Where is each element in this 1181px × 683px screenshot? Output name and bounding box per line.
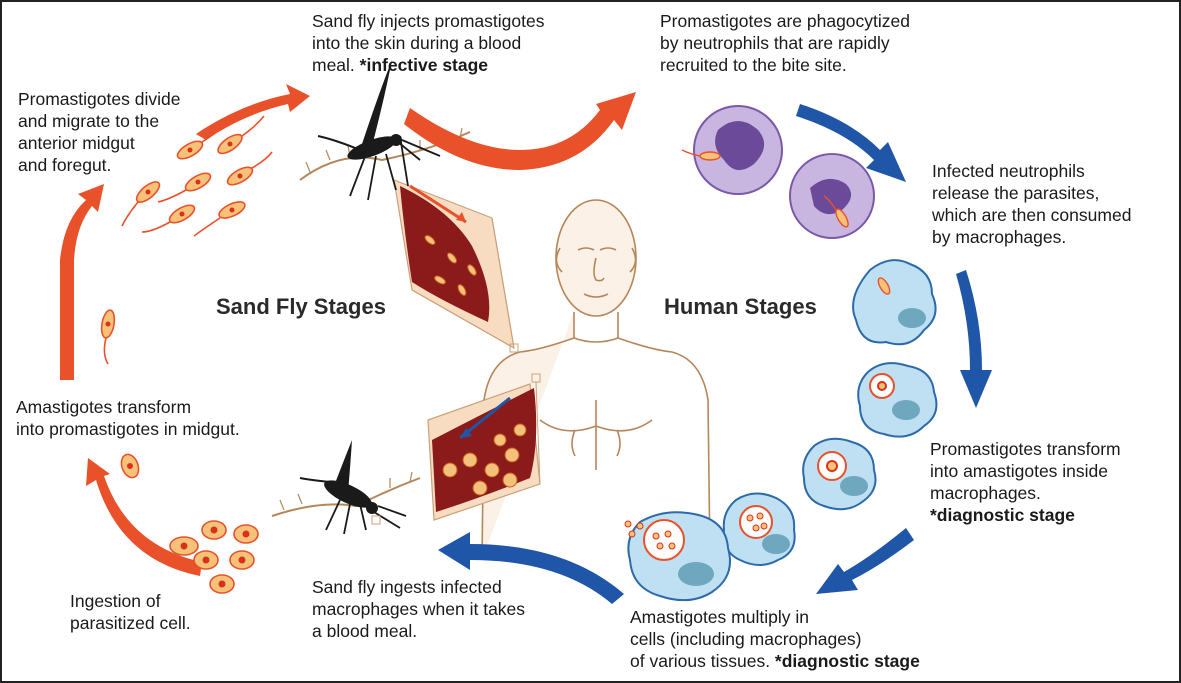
human-figure [482,200,710,560]
step-ingests-caption: Sand fly ingests infected macrophages wh… [312,576,572,642]
human-stages-title: Human Stages [664,294,817,320]
step-multiply-caption: Amastigotes multiply in cells (including… [630,606,990,672]
step-transform-promastigotes-caption: Amastigotes transform into promastigotes… [16,396,296,440]
sand-fly-stages-title: Sand Fly Stages [216,294,386,320]
step-divide-caption: Promastigotes divide and migrate to the … [18,88,218,176]
diagnostic-stage-label-2: *diagnostic stage [775,651,920,671]
step-phagocytized-caption: Promastigotes are phagocytized by neutro… [660,10,980,76]
diagnostic-stage-label-1: *diagnostic stage [930,505,1075,525]
step-transform-amastigotes-caption: Promastigotes transform into amastigotes… [930,438,1170,526]
step-release-caption: Infected neutrophils release the parasit… [932,160,1172,248]
step-inject-caption: Sand fly injects promastigotes into the … [312,10,612,76]
step-transform-amastigotes-text: Promastigotes transform into amastigotes… [930,439,1121,503]
sand-fly-bottom [272,440,420,534]
infective-stage-label: *infective stage [360,55,488,75]
step-ingestion-caption: Ingestion of parasitized cell. [70,590,250,634]
zoom-callouts [394,180,540,520]
